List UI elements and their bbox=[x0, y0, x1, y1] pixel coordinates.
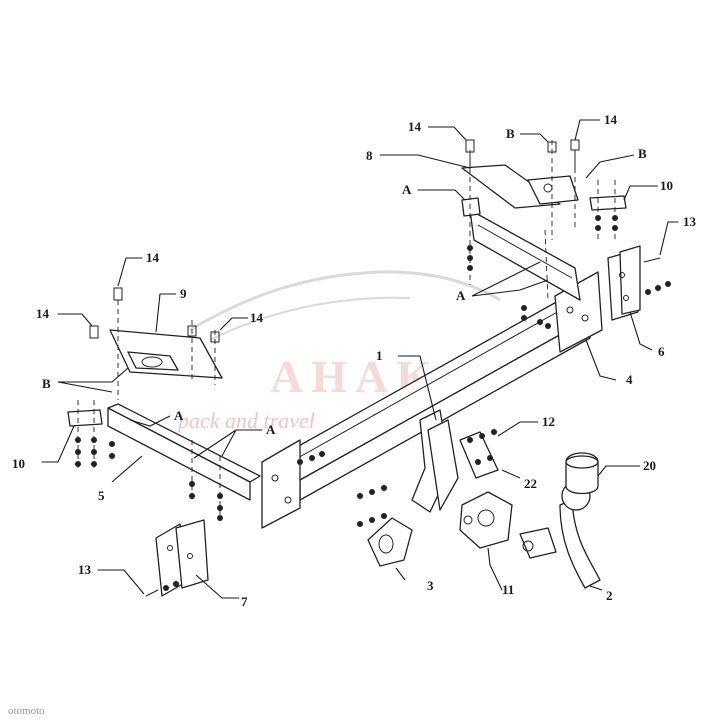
bolt-14-top bbox=[465, 139, 475, 168]
bolt-14-left-mid bbox=[89, 325, 99, 339]
nut-stack-right-c bbox=[521, 305, 551, 329]
part-1-crossbar bbox=[261, 271, 603, 529]
part-b-bracket-top-right bbox=[527, 140, 579, 240]
label-part-14-mid-right: 14 bbox=[250, 310, 264, 325]
part-7-left-angle-bracket bbox=[155, 519, 209, 597]
label-part-13-left: 13 bbox=[78, 562, 92, 577]
part-10-right-plate bbox=[589, 180, 627, 240]
label-a-top: A bbox=[402, 182, 412, 197]
label-a-left-2: A bbox=[266, 422, 276, 437]
part-3-socket-bracket bbox=[367, 517, 413, 567]
part-4-right-side-member bbox=[469, 209, 581, 301]
bolt-14-top-right bbox=[570, 139, 580, 170]
part-11-electrical-socket bbox=[459, 491, 513, 549]
label-b-left: B bbox=[42, 376, 51, 391]
bolt-b-top bbox=[547, 141, 557, 153]
label-part-14-mid-left: 14 bbox=[36, 306, 50, 321]
label-part-4: 4 bbox=[626, 372, 633, 387]
corner-watermark: otomoto bbox=[8, 705, 45, 717]
part-20-ball-cap bbox=[565, 452, 599, 495]
part-8-top-plate bbox=[461, 150, 561, 270]
fastener-stacks bbox=[75, 139, 671, 597]
label-part-14-top-left: 14 bbox=[408, 119, 422, 134]
label-part-14-top-right: 14 bbox=[604, 112, 618, 127]
nut-stack-left-a bbox=[75, 437, 115, 467]
part-22-plate bbox=[459, 431, 499, 479]
label-part-10-left: 10 bbox=[12, 456, 25, 471]
nut-stack-left-b bbox=[189, 481, 223, 521]
label-a-right-mid: A bbox=[456, 288, 466, 303]
label-part-12: 12 bbox=[542, 414, 555, 429]
part-5-left-side-member bbox=[107, 403, 261, 520]
bolt-13-right bbox=[643, 257, 671, 295]
label-part-1: 1 bbox=[376, 348, 383, 363]
bolt-stack-center bbox=[297, 451, 387, 527]
part-10-left-plate bbox=[67, 400, 103, 470]
watermark-tagline: pack and travel bbox=[176, 408, 315, 433]
bolt-13-left bbox=[145, 581, 179, 597]
label-part-7: 7 bbox=[241, 594, 248, 609]
watermark-car-logo bbox=[189, 270, 501, 332]
label-part-8: 8 bbox=[366, 148, 373, 163]
label-part-6: 6 bbox=[658, 344, 665, 359]
label-b-top-right: B bbox=[638, 146, 647, 161]
part-6-right-angle-bracket bbox=[607, 245, 641, 321]
label-part-10-right: 10 bbox=[660, 178, 673, 193]
nut-stack-right-b bbox=[595, 215, 618, 231]
label-part-14-mid-top: 14 bbox=[146, 250, 160, 265]
bolt-14-left-top bbox=[113, 287, 123, 301]
label-part-11: 11 bbox=[502, 582, 514, 597]
part-9-left-plate bbox=[109, 300, 223, 400]
label-part-20: 20 bbox=[643, 458, 656, 473]
label-part-9: 9 bbox=[180, 286, 187, 301]
part-2-tow-ball bbox=[519, 481, 601, 589]
bolt-14-left-right bbox=[187, 325, 220, 343]
leader-lines bbox=[42, 119, 678, 599]
label-b-top-left: B bbox=[506, 126, 515, 141]
label-part-3: 3 bbox=[427, 578, 434, 593]
label-part-2: 2 bbox=[606, 588, 613, 603]
label-part-5: 5 bbox=[98, 488, 105, 503]
label-part-22: 22 bbox=[524, 476, 537, 491]
part-labels: 1 2 3 4 5 6 7 8 9 10 10 11 12 13 13 14 1… bbox=[12, 112, 697, 609]
label-part-13-right: 13 bbox=[683, 214, 697, 229]
nut-stack-right-a bbox=[467, 245, 473, 271]
label-a-left-1: A bbox=[174, 408, 184, 423]
bolt-12-group bbox=[467, 429, 497, 465]
